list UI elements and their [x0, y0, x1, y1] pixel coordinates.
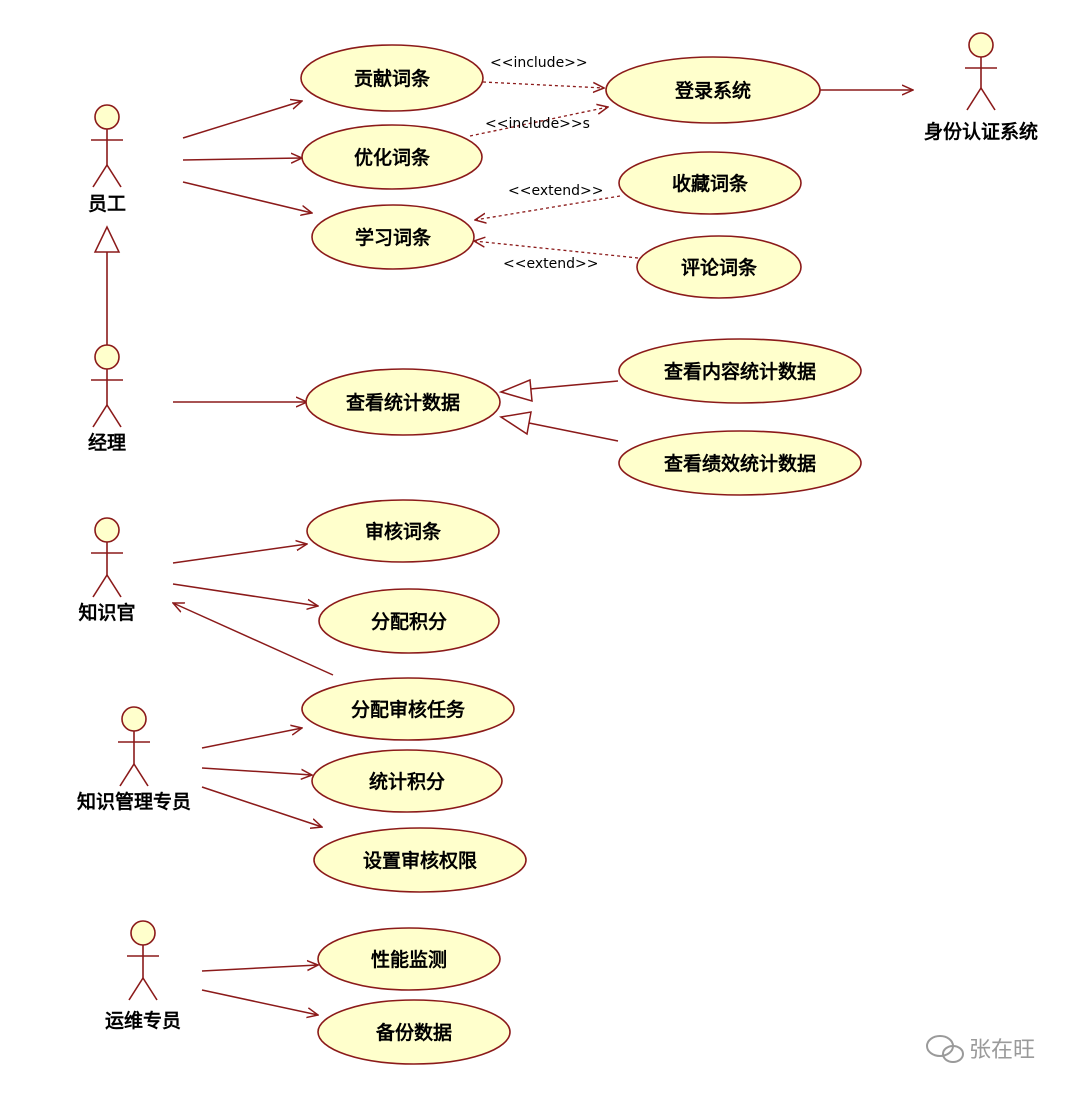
use-case-view-content-stats-label: 查看内容统计数据: [663, 360, 816, 383]
assoc-admin-countpoints: [201, 767, 312, 775]
generalization-manager-employee: [93, 225, 121, 345]
assoc-admin-assignreview: [201, 728, 302, 749]
use-case-assign-review[interactable]: 分配审核任务: [301, 677, 515, 741]
stereo-extend-2: <<extend>>: [503, 256, 598, 272]
use-case-set-permission[interactable]: 设置审核权限: [313, 827, 527, 893]
assoc-assignreview-officer: [173, 603, 334, 676]
actor-knowledge-admin-label: 知识管理专员: [77, 790, 191, 813]
use-case-assign-review-label: 分配审核任务: [351, 698, 466, 721]
use-case-view-stats-label: 查看统计数据: [345, 391, 460, 414]
use-case-optimize-label: 优化词条: [354, 146, 431, 169]
use-case-comment-label: 评论词条: [681, 256, 758, 279]
actor-ops-label: 运维专员: [105, 1009, 181, 1032]
use-case-favorite[interactable]: 收藏词条: [618, 151, 802, 215]
use-case-view-stats[interactable]: 查看统计数据: [305, 368, 501, 436]
use-case-login-label: 登录系统: [674, 79, 751, 102]
use-case-backup[interactable]: 备份数据: [317, 999, 511, 1065]
actor-manager-label: 经理: [88, 431, 126, 454]
use-case-review[interactable]: 审核词条: [306, 499, 500, 563]
actor-knowledge-admin[interactable]: 知识管理专员: [77, 706, 191, 813]
use-case-assign-points-label: 分配积分: [371, 611, 447, 633]
stereo-include-1: <<include>>: [490, 55, 588, 71]
use-case-count-points[interactable]: 统计积分: [311, 749, 503, 813]
dependencies: <<include>> <<include>>s <<extend>> <<ex…: [469, 55, 639, 272]
wechat-icon: [926, 1035, 964, 1063]
use-case-review-label: 审核词条: [365, 520, 442, 543]
use-case-comment[interactable]: 评论词条: [636, 235, 802, 299]
use-case-contribute-label: 贡献词条: [354, 67, 431, 90]
use-case-view-perf-stats-label: 查看绩效统计数据: [663, 452, 816, 475]
actor-employee[interactable]: 员工: [88, 104, 126, 215]
stereo-include-2: <<include>>s: [485, 116, 590, 132]
use-case-view-perf-stats[interactable]: 查看绩效统计数据: [618, 430, 862, 496]
use-case-monitor-label: 性能监测: [371, 948, 447, 971]
dep-contribute-login: [482, 81, 604, 88]
use-case-favorite-label: 收藏词条: [672, 172, 749, 195]
gen-perf-stats-triangle: [498, 411, 532, 436]
use-case-view-content-stats[interactable]: 查看内容统计数据: [618, 338, 862, 404]
actor-auth-system-label: 身份认证系统: [924, 120, 1038, 143]
use-case-learn-label: 学习词条: [355, 226, 432, 249]
use-case-backup-label: 备份数据: [375, 1021, 452, 1044]
use-case-assign-points[interactable]: 分配积分: [318, 588, 500, 654]
actor-knowledge-officer[interactable]: 知识官: [78, 517, 136, 624]
use-case-login[interactable]: 登录系统: [605, 56, 821, 124]
actor-auth-system[interactable]: 身份认证系统: [924, 32, 1038, 143]
actor-knowledge-officer-label: 知识官: [78, 601, 135, 624]
actor-ops[interactable]: 运维专员: [105, 920, 181, 1032]
watermark-text: 张在旺: [969, 1038, 1035, 1063]
assoc-ops-monitor: [201, 965, 318, 972]
actor-employee-label: 员工: [88, 193, 126, 215]
assoc-employee-learn: [182, 181, 312, 213]
assoc-ops-backup: [201, 989, 318, 1015]
actor-manager[interactable]: 经理: [88, 344, 126, 454]
assoc-admin-permission: [201, 786, 322, 827]
use-case-learn[interactable]: 学习词条: [311, 204, 475, 270]
use-case-optimize[interactable]: 优化词条: [301, 124, 483, 190]
stereo-extend-1: <<extend>>: [508, 183, 603, 199]
assoc-employee-contribute: [182, 101, 302, 139]
use-case-set-permission-label: 设置审核权限: [363, 849, 477, 872]
use-case-count-points-label: 统计积分: [369, 770, 445, 793]
use-case-monitor[interactable]: 性能监测: [317, 927, 501, 991]
assoc-officer-points: [172, 583, 318, 606]
gen-content-stats-triangle: [498, 378, 533, 403]
generalizations: [498, 378, 619, 442]
associations: [173, 90, 913, 1015]
assoc-officer-review: [172, 544, 307, 564]
dep-favorite-learn: [475, 195, 621, 220]
watermark: 张在旺: [926, 1035, 1035, 1063]
use-case-contribute[interactable]: 贡献词条: [300, 44, 484, 112]
assoc-employee-optimize: [182, 158, 302, 160]
